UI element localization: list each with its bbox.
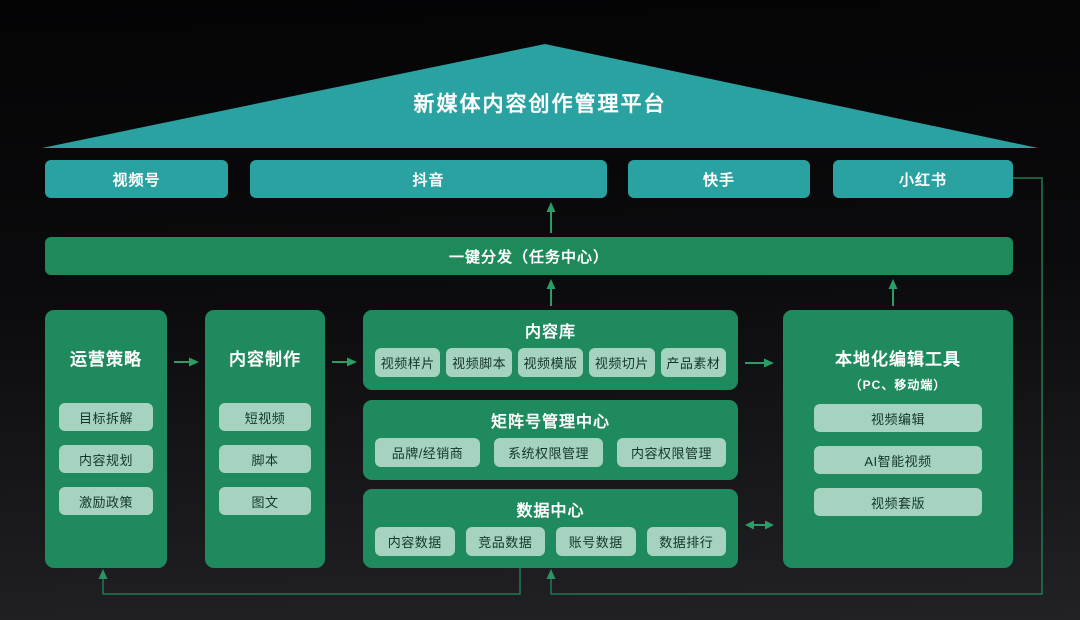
item-video-clip: 视频切片: [589, 348, 655, 377]
panel-data-center: 数据中心 内容数据 竞品数据 账号数据 数据排行: [363, 489, 738, 568]
arrow-editor-to-bar: [888, 279, 898, 306]
arrow-data-editor-bidirectional: [745, 520, 774, 530]
panel-local-editing-tools: 本地化编辑工具 （PC、移动端） 视频编辑 AI智能视频 视频套版: [783, 310, 1013, 568]
arrow-library-to-bar: [546, 279, 556, 306]
platform-kuaishou: 快手: [628, 160, 810, 198]
panel-title: 运营策略: [70, 350, 142, 369]
item-brand-dealer: 品牌/经销商: [375, 438, 480, 467]
panel-content-library: 内容库 视频样片 视频脚本 视频模版 视频切片 产品素材: [363, 310, 738, 390]
item-goal-breakdown: 目标拆解: [59, 403, 153, 431]
item-video-template-layout: 视频套版: [814, 488, 982, 516]
item-system-permission: 系统权限管理: [494, 438, 603, 467]
item-graphic-text: 图文: [219, 487, 311, 515]
item-short-video: 短视频: [219, 403, 311, 431]
item-video-template: 视频模版: [517, 348, 584, 377]
panel-title: 内容制作: [229, 350, 301, 369]
chip-row: 品牌/经销商 系统权限管理 内容权限管理: [375, 438, 726, 467]
platform-label: 快手: [702, 171, 735, 189]
item-video-editing: 视频编辑: [814, 404, 982, 432]
chip-row: 视频样片 视频脚本 视频模版 视频切片 产品素材: [375, 348, 727, 377]
panel-title: 内容库: [524, 324, 576, 341]
arrow-bar-to-douyin: [546, 202, 556, 233]
distribution-bar: 一键分发（任务中心）: [45, 237, 1013, 275]
platform-label: 视频号: [112, 171, 161, 189]
platform-douyin: 抖音: [250, 160, 607, 198]
item-account-data: 账号数据: [556, 527, 636, 556]
panel-title: 本地化编辑工具: [835, 350, 961, 369]
item-content-planning: 内容规划: [59, 445, 153, 473]
panel-title: 数据中心: [516, 503, 585, 520]
item-video-script: 视频脚本: [446, 348, 512, 377]
feedback-data-to-strategy: [98, 568, 521, 595]
panel-matrix-account-center: 矩阵号管理中心 品牌/经销商 系统权限管理 内容权限管理: [363, 400, 738, 480]
platform-label: 小红书: [898, 171, 947, 189]
main-title: 新媒体内容创作管理平台: [413, 93, 667, 116]
platform-xiaohongshu: 小红书: [833, 160, 1013, 198]
item-script: 脚本: [219, 445, 311, 473]
panel-content-production: 内容制作 短视频 脚本 图文: [205, 310, 325, 568]
platform-wechat-video: 视频号: [45, 160, 228, 198]
distribution-bar-label: 一键分发（任务中心）: [448, 248, 609, 266]
arrow-production-to-library: [332, 357, 357, 367]
arrow-library-to-editor: [745, 358, 774, 368]
item-content-permission: 内容权限管理: [617, 438, 726, 467]
item-incentive-policy: 激励政策: [59, 487, 153, 515]
item-competitor-data: 竞品数据: [465, 527, 545, 556]
item-video-sample: 视频样片: [375, 348, 441, 377]
item-product-material: 产品素材: [660, 348, 727, 377]
item-content-data: 内容数据: [375, 527, 455, 556]
panel-title: 矩阵号管理中心: [490, 414, 610, 431]
platform-label: 抖音: [412, 171, 445, 189]
arrow-strategy-to-production: [174, 357, 199, 367]
panel-subtitle: （PC、移动端）: [849, 378, 947, 392]
item-data-ranking: 数据排行: [646, 527, 726, 556]
item-ai-smart-video: AI智能视频: [814, 446, 982, 474]
chip-row: 内容数据 竞品数据 账号数据 数据排行: [375, 527, 726, 556]
panel-operation-strategy: 运营策略 目标拆解 内容规划 激励政策: [45, 310, 167, 568]
